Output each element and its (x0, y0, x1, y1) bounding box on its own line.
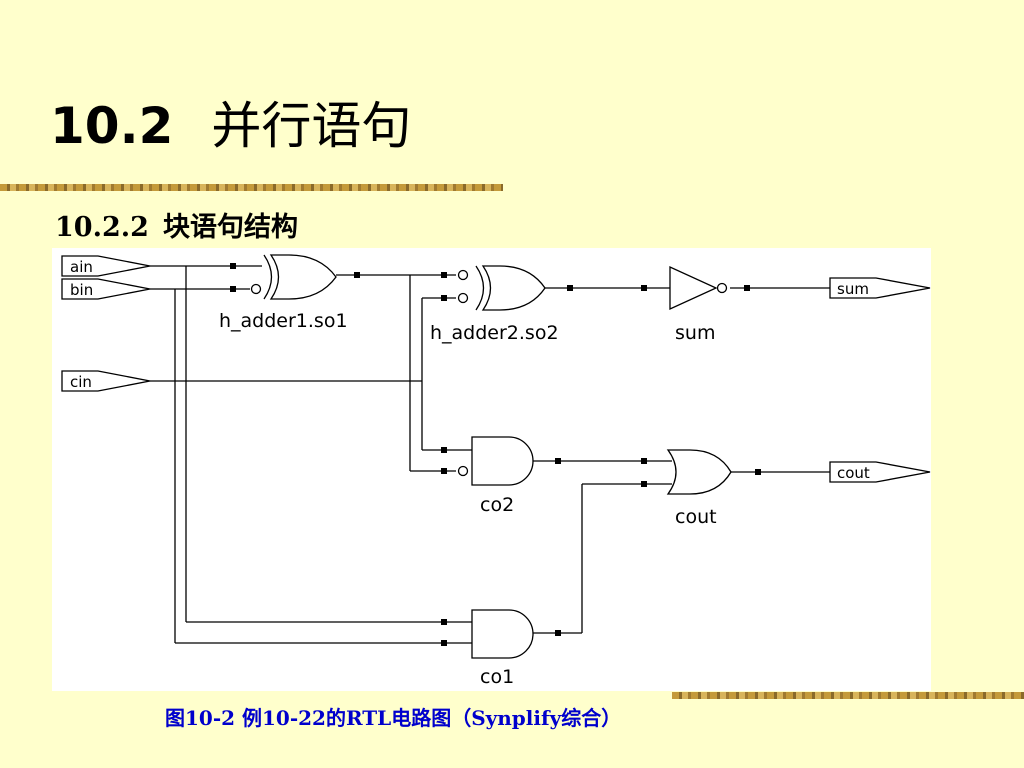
slide-title: 10.2 并行语句 (50, 86, 411, 158)
gate-co2-label: co2 (480, 494, 514, 516)
xor-gate-so1 (250, 254, 337, 300)
gate-so1-label: h_adder1.so1 (219, 310, 348, 332)
port-sum-label: sum (837, 280, 869, 298)
or-gate-cout (666, 449, 732, 495)
rtl-circuit-diagram: ain bin cin sum cout h_adder1.so1 h_adde… (52, 248, 931, 691)
port-cout-shape (829, 461, 931, 483)
gate-so2-label: h_adder2.so2 (430, 322, 559, 344)
caption-divider (672, 692, 1024, 699)
title-text: 并行语句 (211, 97, 412, 155)
port-ain-label: ain (70, 258, 93, 276)
and-gate-co1 (471, 609, 534, 659)
port-cin-shape (61, 370, 151, 392)
gate-co1-label: co1 (480, 666, 514, 688)
inverter-gate-sum (669, 265, 728, 311)
port-ain-shape (61, 255, 151, 277)
port-bin-label: bin (70, 281, 93, 299)
port-cin-label: cin (70, 373, 92, 391)
port-sum-shape (829, 277, 931, 299)
figure-caption: 图10-2 例10-22的RTL电路图（Synplify综合） (165, 706, 622, 730)
gate-sum-label: sum (675, 322, 715, 344)
section-subtitle: 10.2.2 块语句结构 (55, 205, 298, 244)
title-divider (0, 184, 503, 191)
title-number: 10.2 (50, 97, 174, 155)
subtitle-number: 10.2.2 (55, 212, 149, 243)
port-bin-shape (61, 278, 151, 300)
gate-cout-label: cout (675, 506, 717, 528)
xor-gate-so2 (457, 265, 546, 311)
port-cout-label: cout (837, 464, 870, 482)
subtitle-text: 块语句结构 (162, 212, 298, 243)
and-gate-co2 (457, 436, 534, 486)
